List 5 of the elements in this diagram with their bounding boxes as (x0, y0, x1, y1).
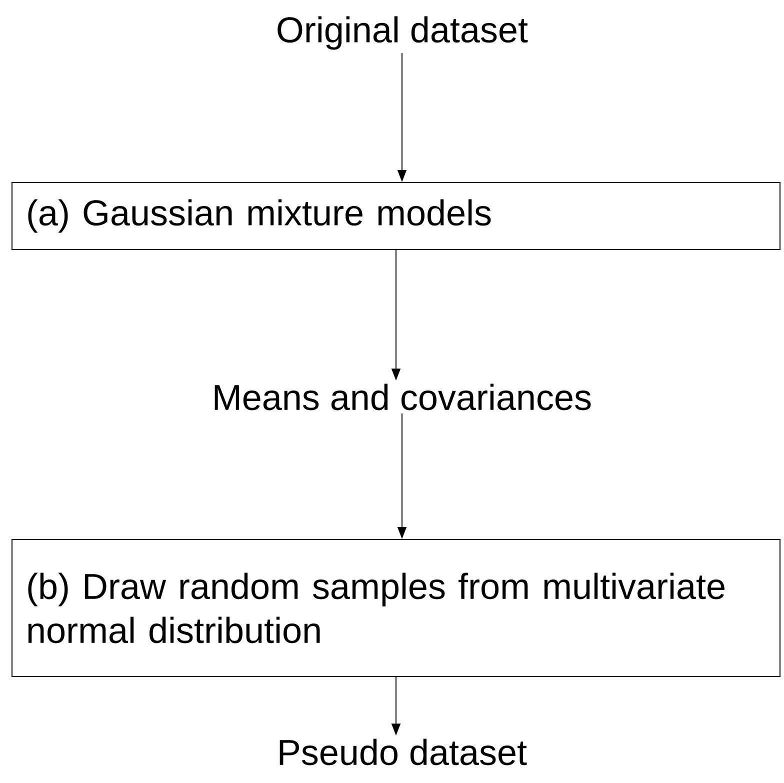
data-label: Original dataset (278, 16, 528, 50)
data-label: Means and covariances (214, 384, 591, 410)
data-label: Pseudo dataset (280, 738, 527, 766)
process-box: (b) Draw random samples from multivariate normal distribution (12, 539, 780, 677)
process-box: (a) Gaussian mixture models (12, 182, 780, 250)
